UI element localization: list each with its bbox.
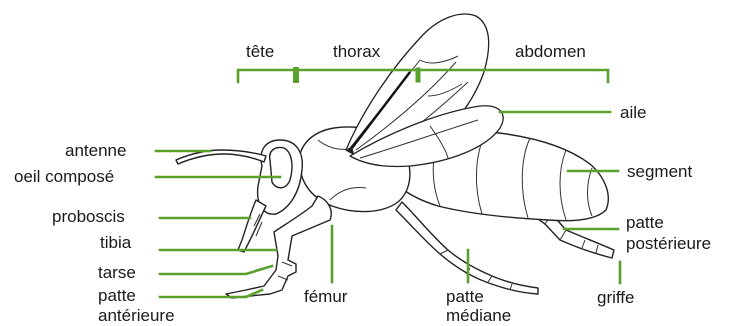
label-patte-posterieure-line2: postérieure (626, 234, 711, 253)
label-femur: fémur (304, 287, 348, 306)
label-griffe: griffe (597, 288, 635, 307)
label-segment: segment (627, 162, 692, 181)
label-patte-posterieure-line1: patte (626, 213, 664, 232)
label-aile: aile (620, 103, 646, 122)
label-patte-anterieure-line2: antérieure (98, 306, 175, 325)
label-antenne: antenne (65, 141, 126, 160)
label-thorax: thorax (333, 42, 381, 61)
compound-eye (270, 148, 292, 188)
label-abdomen: abdomen (515, 42, 586, 61)
proboscis (238, 200, 266, 252)
label-tete: tête (246, 42, 274, 61)
label-proboscis: proboscis (52, 207, 125, 226)
label-patte-mediane-line1: patte (446, 287, 484, 306)
label-tarse: tarse (98, 263, 136, 282)
label-patte-mediane-line2: médiane (446, 306, 511, 325)
label-patte-anterieure-line1: patte (98, 286, 136, 305)
label-tibia: tibia (100, 233, 132, 252)
label-oeil-compose: oeil composé (14, 167, 114, 186)
